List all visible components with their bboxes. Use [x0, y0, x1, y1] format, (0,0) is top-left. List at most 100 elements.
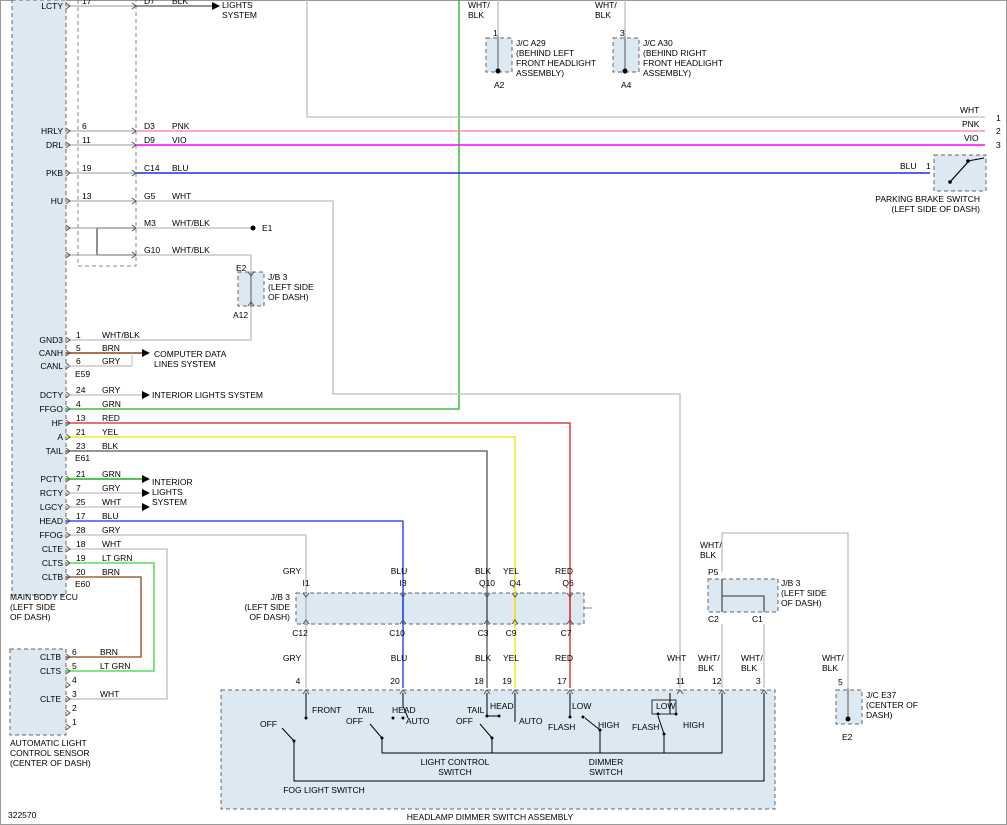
arrow-rcty: [142, 489, 150, 497]
wire-tail: [66, 450, 488, 593]
sensor-pin-name-0: CLTB: [40, 652, 61, 662]
ecu-conn-pin-1: D3: [144, 121, 155, 131]
sw-tail2: TAIL: [467, 705, 485, 715]
switch-chev-7: [760, 689, 768, 695]
sw-off2: OFF: [346, 716, 363, 726]
jc-a30-label-line-2: FRONT HEADLIGHT: [643, 58, 723, 68]
ecu-chevron-b-6: [131, 251, 137, 259]
ecu-chevron-a-4: [65, 197, 71, 205]
ecu-lower-chevron-6: [65, 433, 71, 441]
jb3-mid-chev-b-2: [483, 619, 491, 625]
pin11-wire-color: WHT: [667, 653, 686, 663]
sw-flash1: FLASH: [548, 722, 575, 732]
jb3-mid-label-line-2: OF DASH): [249, 612, 290, 622]
jb3-top-chev-a: [247, 271, 255, 277]
ecu-title-line-0: MAIN BODY ECU: [10, 592, 78, 602]
jb3-mid-label-line-0: J/B 3: [271, 592, 291, 602]
ecu-lower-wire-color-12: GRY: [102, 525, 121, 535]
jb3-bot-pin-4: C7: [561, 628, 572, 638]
jc-e37-wire-color-line-1: BLK: [822, 663, 838, 673]
ecu-conn-pin-2: D9: [144, 135, 155, 145]
right-label-blu: BLU: [900, 161, 917, 171]
ecu-connector-box: [77, 0, 137, 267]
ecu-pin-num-2: 11: [82, 135, 91, 145]
ecu-lower-chevron-0: [65, 336, 71, 344]
jb3-top-pin-4: Q6: [562, 578, 574, 588]
jb3-mid-chev-b-4: [566, 619, 574, 625]
wire-clts: [66, 562, 155, 672]
jb3-right-wire-color-line-1: BLK: [700, 550, 716, 560]
ecu-lower-wire-color-13: WHT: [102, 539, 121, 549]
switch-pin-12: 12: [712, 676, 722, 686]
ecu-lower-pin-name-hf: HF: [52, 418, 63, 428]
ecu-conn-pin-4: G5: [144, 191, 156, 201]
switch-chev-6: [718, 689, 726, 695]
ecu-lower-wire-color-0: WHT/BLK: [102, 330, 140, 340]
jb3-right-c1: C1: [752, 614, 763, 624]
jb3-wire-color-top-1: BLU: [391, 566, 408, 576]
sw-head2: HEAD: [490, 701, 514, 711]
jc-a29-wire-color-line-0: WHT/: [468, 0, 490, 10]
jb3-mid-chev-a-3: [511, 592, 519, 598]
ecu-lower-chevron-7: [65, 447, 71, 455]
arrow-dcty: [142, 391, 150, 399]
ecu-lower-chevron-15: [65, 573, 71, 581]
arrow-lgcy: [142, 503, 150, 511]
parking-brake-switch-box: [933, 154, 987, 192]
lights-system-label-line-0: LIGHTS: [222, 0, 253, 10]
jb3-top-label-line-0: J/B 3: [268, 272, 288, 282]
ecu-conn-pin-0: D7: [144, 0, 155, 6]
jb3-mid-chev-b-3: [511, 619, 519, 625]
ecu-lower-wire-color-3: GRY: [102, 385, 121, 395]
fog-blade: [281, 727, 295, 742]
arrow-lcty: [212, 2, 220, 10]
ecu-title-line-2: OF DASH): [10, 612, 51, 622]
jb3-right-wire-color-line-0: WHT/: [700, 540, 722, 550]
sensor-pin-name-1: CLTS: [40, 666, 61, 676]
ecu-lower-wire-color-4: GRN: [102, 399, 121, 409]
light-control-label-line-0: LIGHT CONTROL: [421, 757, 490, 767]
switch-pin-18: 18: [474, 676, 484, 686]
jb3-bot-pin-2: C3: [478, 628, 489, 638]
sw-front: FRONT: [312, 705, 341, 715]
sensor-pin-num-5: 5: [72, 661, 77, 671]
ecu-pin-name-drl: DRL: [46, 140, 63, 150]
ecu-chevron-a-6: [65, 251, 71, 259]
doc-id: 322570: [8, 810, 37, 820]
wire-clte: [66, 548, 168, 700]
jc-e37-e2: E2: [842, 732, 853, 742]
jc-a30-label-line-3: ASSEMBLY): [643, 68, 691, 78]
ecu-lower-pin-num-8: 21: [76, 469, 86, 479]
ecu-conn-pin-3: C14: [144, 163, 160, 173]
sw-flash2: FLASH: [632, 722, 659, 732]
jc-a29-label-line-1: (BEHIND LEFT: [516, 48, 574, 58]
wire-g10: [136, 254, 252, 272]
lc-contact-a: [401, 716, 405, 720]
ecu-lower-wire-color-8: GRN: [102, 469, 121, 479]
sensor-pin-num-3: 3: [72, 689, 77, 699]
sw-high2: HIGH: [683, 720, 704, 730]
switch-chev-5: [676, 689, 684, 695]
jb3-top-pin-0: I1: [302, 578, 309, 588]
ecu-conn-pin-5: M3: [144, 218, 156, 228]
sensor-wire-color-1: LT GRN: [100, 661, 130, 671]
lights-system-label-line-1: SYSTEM: [222, 10, 257, 20]
jb3-wire-color-top-0: GRY: [283, 566, 302, 576]
jb3-right-c2: C2: [708, 614, 719, 624]
lc-contact-b: [391, 716, 395, 720]
ecu-lower-wire-color-11: BLU: [102, 511, 119, 521]
wire-loop: [96, 227, 136, 256]
interior-lights2-label-line-0: INTERIOR: [152, 477, 193, 487]
sensor-chevron-1: [65, 667, 71, 675]
sensor-pin-num-2: 2: [72, 703, 77, 713]
wire-ffog: [66, 534, 307, 593]
jc-a29-box: [485, 37, 513, 73]
sw-low2: LOW: [656, 701, 675, 711]
light-control-label-line-1: SWITCH: [438, 767, 472, 777]
lc-head-br: [402, 705, 409, 719]
ground-e1-label: E1: [262, 223, 273, 233]
sw-high1: HIGH: [598, 720, 619, 730]
ecu-lower-pin-name-lgcy: LGCY: [40, 502, 63, 512]
jc-a30-box: [612, 37, 640, 73]
